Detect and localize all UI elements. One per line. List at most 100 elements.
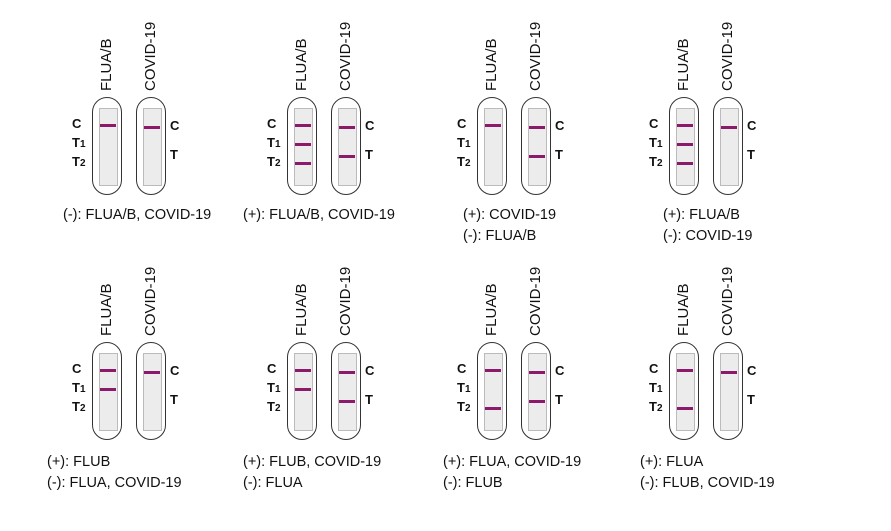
mark-letter: T — [649, 154, 657, 169]
mark-subscript: 1 — [274, 384, 281, 395]
mark-letter: C — [267, 116, 277, 131]
mark-subscript: 2 — [79, 403, 86, 414]
flu-mark-t2: T2 — [267, 399, 281, 414]
result-window — [143, 353, 162, 431]
flu-strip-label: FLUA/B — [293, 38, 310, 91]
flu-line-c — [485, 369, 501, 372]
flu-mark-t2: T2 — [457, 154, 471, 169]
mark-letter: T — [267, 399, 275, 414]
result-caption: (+): FLUA(-): FLUB, COVID-19 — [640, 452, 775, 494]
result-window — [294, 108, 313, 186]
mark-letter: C — [72, 116, 82, 131]
mark-subscript: 1 — [656, 139, 663, 150]
covid-strip-label: COVID-19 — [527, 266, 544, 336]
covid-strip-label: COVID-19 — [337, 266, 354, 336]
mark-subscript: 2 — [79, 158, 86, 169]
result-window — [294, 353, 313, 431]
caption-line: (+): FLUA, COVID-19 — [443, 454, 582, 470]
flu-mark-t2: T2 — [72, 154, 86, 169]
flu-test-strip — [669, 342, 699, 440]
flu-line-t1 — [295, 388, 311, 391]
flu-mark-t1: T1 — [267, 135, 281, 150]
mark-letter: T — [457, 380, 465, 395]
result-caption: (+): FLUB(-): FLUA, COVID-19 — [47, 452, 182, 494]
flu-line-t2 — [677, 407, 693, 410]
covid-test-strip — [331, 97, 361, 195]
result-caption: (+): FLUA/B (-): COVID-19 — [663, 205, 752, 247]
mark-letter: C — [649, 116, 659, 131]
covid-strip-label: COVID-19 — [527, 21, 544, 91]
flu-test-strip — [669, 97, 699, 195]
covid-mark-c: C — [365, 118, 375, 133]
flu-line-c — [100, 369, 116, 372]
covid-strip-label: COVID-19 — [142, 21, 159, 91]
covid-mark-t: T — [747, 392, 755, 407]
flu-mark-c: C — [457, 116, 466, 131]
covid-test-strip — [331, 342, 361, 440]
result-window — [99, 108, 118, 186]
flu-mark-t1: T1 — [72, 380, 86, 395]
mark-subscript: 1 — [274, 139, 281, 150]
covid-mark-c: C — [555, 118, 565, 133]
mark-subscript: 1 — [464, 384, 471, 395]
mark-letter: C — [649, 361, 659, 376]
mark-subscript: 1 — [656, 384, 663, 395]
covid-line-c — [144, 371, 160, 374]
covid-line-t — [339, 155, 355, 158]
mark-letter: C — [267, 361, 277, 376]
flu-line-t1 — [677, 143, 693, 146]
caption-line: (-): COVID-19 — [663, 228, 753, 244]
flu-test-strip — [287, 342, 317, 440]
result-window — [338, 108, 357, 186]
caption-line: (+): FLUB — [47, 454, 111, 470]
mark-letter: C — [457, 116, 467, 131]
covid-mark-t: T — [555, 147, 563, 162]
covid-line-c — [529, 126, 545, 129]
flu-strip-label: FLUA/B — [98, 283, 115, 336]
covid-line-c — [144, 126, 160, 129]
mark-letter: T — [649, 399, 657, 414]
covid-strip-label: COVID-19 — [337, 21, 354, 91]
mark-letter: T — [72, 399, 80, 414]
flu-mark-c: C — [72, 116, 81, 131]
flu-mark-t1: T1 — [457, 380, 471, 395]
flu-line-t1 — [295, 143, 311, 146]
flu-line-c — [100, 124, 116, 127]
result-window — [143, 108, 162, 186]
covid-line-c — [529, 371, 545, 374]
result-caption: (+): FLUA/B, COVID-19 — [243, 205, 395, 226]
covid-strip-label: COVID-19 — [719, 266, 736, 336]
flu-test-strip — [92, 342, 122, 440]
covid-line-t — [339, 400, 355, 403]
flu-line-t1 — [100, 388, 116, 391]
caption-line: (+): COVID-19 — [463, 207, 557, 223]
caption-line: (+): FLUA/B, COVID-19 — [243, 207, 395, 223]
result-window — [484, 108, 503, 186]
flu-mark-c: C — [267, 361, 276, 376]
flu-strip-label: FLUA/B — [483, 38, 500, 91]
caption-line: (+): FLUA/B — [663, 207, 740, 223]
mark-letter: T — [457, 154, 465, 169]
flu-mark-t1: T1 — [649, 380, 663, 395]
covid-line-t — [529, 400, 545, 403]
result-caption: (-): FLUA/B, COVID-19 — [63, 205, 211, 226]
mark-subscript: 2 — [274, 158, 281, 169]
covid-line-c — [339, 126, 355, 129]
mark-letter: T — [649, 380, 657, 395]
covid-mark-t: T — [555, 392, 563, 407]
covid-line-c — [339, 371, 355, 374]
mark-subscript: 2 — [464, 403, 471, 414]
flu-mark-t2: T2 — [649, 154, 663, 169]
flu-line-t2 — [295, 162, 311, 165]
mark-letter: T — [267, 154, 275, 169]
covid-line-c — [721, 126, 737, 129]
mark-subscript: 2 — [656, 403, 663, 414]
flu-strip-label: FLUA/B — [98, 38, 115, 91]
covid-test-strip — [521, 97, 551, 195]
flu-line-c — [295, 369, 311, 372]
flu-mark-t1: T1 — [267, 380, 281, 395]
result-caption: (+): FLUA, COVID-19(-): FLUB — [443, 452, 581, 494]
covid-mark-t: T — [747, 147, 755, 162]
mark-letter: T — [72, 135, 80, 150]
covid-test-strip — [713, 342, 743, 440]
